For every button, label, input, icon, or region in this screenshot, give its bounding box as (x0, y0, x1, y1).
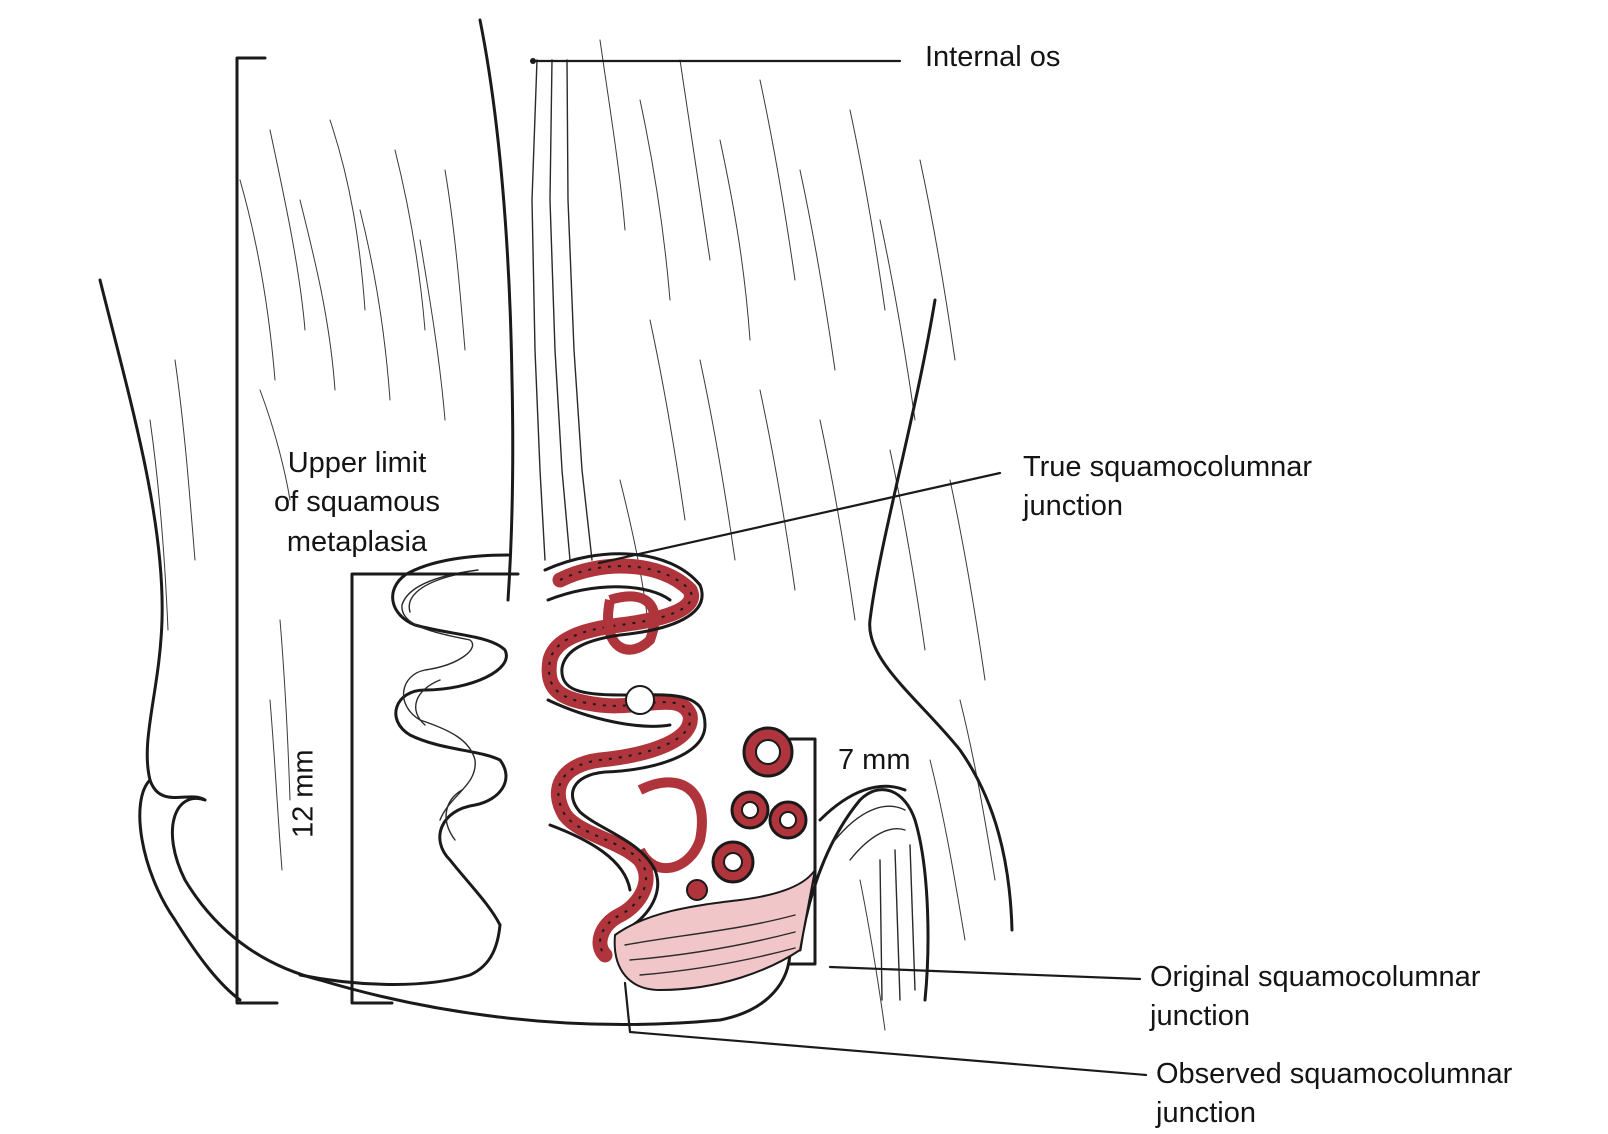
label-original-sqcj-line2: junction (1150, 997, 1480, 1036)
label-internal-os: Internal os (925, 38, 1060, 77)
squamous-fold-inner-line-2 (409, 575, 462, 840)
label-observed-sqcj-line1: Observed squamocolumnar (1156, 1055, 1512, 1094)
label-true-sqcj-line1: True squamocolumnar (1023, 448, 1312, 487)
cervix-outer-contour-right (870, 300, 1012, 930)
columnar-epithelium-strip (532, 60, 545, 560)
ectocervix-left-lip (300, 925, 500, 984)
label-observed-sqcj-line2: junction (1156, 1094, 1512, 1133)
label-observed-sqcj: Observed squamocolumnar junction (1156, 1055, 1512, 1134)
label-12mm: 12 mm (285, 749, 324, 838)
label-original-sqcj: Original squamocolumnar junction (1150, 958, 1480, 1037)
label-7mm: 7 mm (838, 741, 911, 780)
leader-true-sqcj (599, 473, 1000, 563)
bracket-12mm (352, 574, 518, 1003)
columnar-epithelium-strip-3 (567, 60, 592, 560)
endocervical-canal-left (480, 20, 513, 600)
label-original-sqcj-line1: Original squamocolumnar (1150, 958, 1480, 997)
leader-dot-internal-os (530, 58, 536, 64)
cervix-outer-contour-left (100, 280, 205, 800)
label-upper-limit-line1: Upper limit (274, 444, 440, 483)
right-columnar-fold-stripes (835, 806, 915, 1000)
label-upper-limit: Upper limit of squamous metaplasia (274, 444, 440, 562)
label-true-sqcj: True squamocolumnar junction (1023, 448, 1312, 527)
label-true-sqcj-line2: junction (1023, 487, 1312, 526)
leader-observed-sqcj (625, 983, 1146, 1075)
label-upper-limit-line2: of squamous (274, 483, 440, 522)
squamous-fold-inner-line (402, 570, 478, 820)
gland-cluster (545, 554, 705, 955)
label-upper-limit-line3: metaplasia (274, 523, 440, 562)
bracket-upper-limit (237, 58, 277, 1003)
